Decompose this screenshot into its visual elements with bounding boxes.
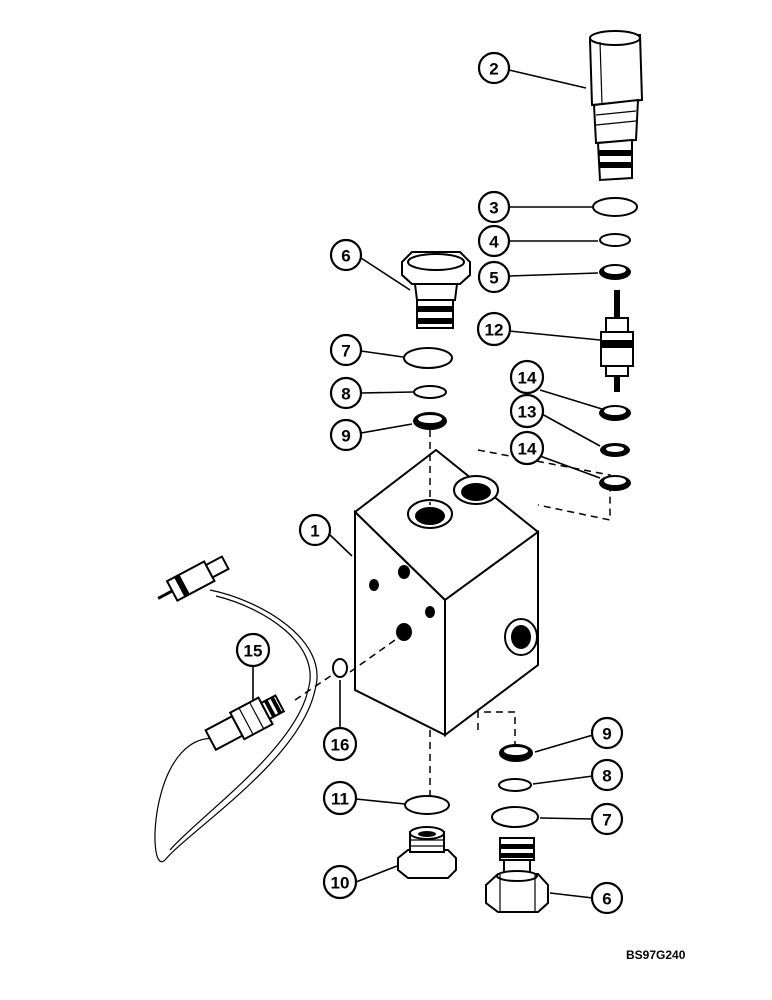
o-ring-part-8-lower (498, 778, 532, 792)
callout-label: 1 (310, 522, 319, 541)
sensor-probe-part-12 (600, 290, 634, 392)
callout-6-upper: 6 (329, 238, 363, 272)
o-ring-part-11 (404, 795, 450, 815)
plug-part-10 (397, 826, 457, 879)
callout-9-lower: 9 (590, 716, 624, 750)
backup-ring-part-14-lower (599, 475, 631, 491)
callout-label: 9 (602, 725, 611, 744)
pressure-switch-part-15 (154, 555, 318, 863)
o-ring-part-13 (600, 443, 630, 457)
callout-label: 16 (331, 736, 350, 755)
alignment-lines (294, 430, 611, 800)
callout-5: 5 (477, 260, 511, 294)
callout-label: 14 (518, 369, 537, 388)
callout-label: 7 (602, 811, 611, 830)
callout-4: 4 (477, 224, 511, 258)
leader-lines (252, 69, 603, 899)
reference-code: BS97G240 (626, 948, 686, 962)
callout-15: 15 (235, 632, 271, 668)
callout-label: 9 (341, 427, 350, 446)
callout-label: 13 (518, 403, 537, 422)
callout-label: 7 (341, 342, 350, 361)
relief-cartridge-part-6-lower (485, 837, 549, 913)
callout-8-upper: 8 (329, 376, 363, 410)
callout-2: 2 (477, 51, 511, 85)
callout-label: 12 (485, 321, 504, 340)
callout-label: 4 (489, 233, 499, 252)
o-ring-part-7-upper (403, 347, 453, 369)
backup-ring-part-9-lower (499, 744, 533, 762)
callout-12: 12 (476, 311, 512, 347)
o-ring-part-7-lower (491, 806, 539, 828)
backup-ring-part-9-upper (413, 412, 447, 430)
o-ring-part-4 (599, 233, 631, 247)
callout-label: 6 (602, 890, 611, 909)
o-ring-part-3 (592, 197, 638, 217)
callout-3: 3 (477, 190, 511, 224)
backup-ring-part-5 (599, 264, 631, 280)
callout-label: 5 (489, 269, 498, 288)
relief-cartridge-part-6-upper (401, 251, 471, 329)
callout-13: 13 (509, 393, 545, 429)
callout-11: 11 (322, 780, 358, 816)
callout-label: 2 (489, 60, 498, 79)
o-ring-part-8-upper (413, 385, 447, 399)
callout-label: 3 (489, 199, 498, 218)
callout-14-lower: 14 (509, 430, 545, 466)
callout-label: 8 (341, 385, 350, 404)
callout-7-lower: 7 (590, 802, 624, 836)
callout-1: 1 (298, 513, 332, 547)
block-right-face (444, 530, 539, 738)
callout-7-upper: 7 (329, 333, 363, 367)
o-ring-part-16 (332, 658, 348, 678)
callout-8-lower: 8 (590, 758, 624, 792)
callout-16: 16 (322, 726, 358, 762)
callout-label: 14 (518, 440, 537, 459)
backup-ring-part-14-upper (599, 405, 631, 421)
callout-9-upper: 9 (329, 418, 363, 452)
callout-10: 10 (322, 864, 358, 900)
callout-14-upper: 14 (509, 359, 545, 395)
callout-label: 11 (331, 790, 349, 809)
callout-6-lower: 6 (590, 881, 624, 915)
valve-block-part-1 (353, 448, 540, 738)
callout-label: 8 (602, 767, 611, 786)
callout-label: 15 (244, 642, 263, 661)
callout-label: 10 (331, 874, 350, 893)
cartridge-valve-part-2 (588, 30, 644, 182)
callout-label: 6 (341, 247, 350, 266)
